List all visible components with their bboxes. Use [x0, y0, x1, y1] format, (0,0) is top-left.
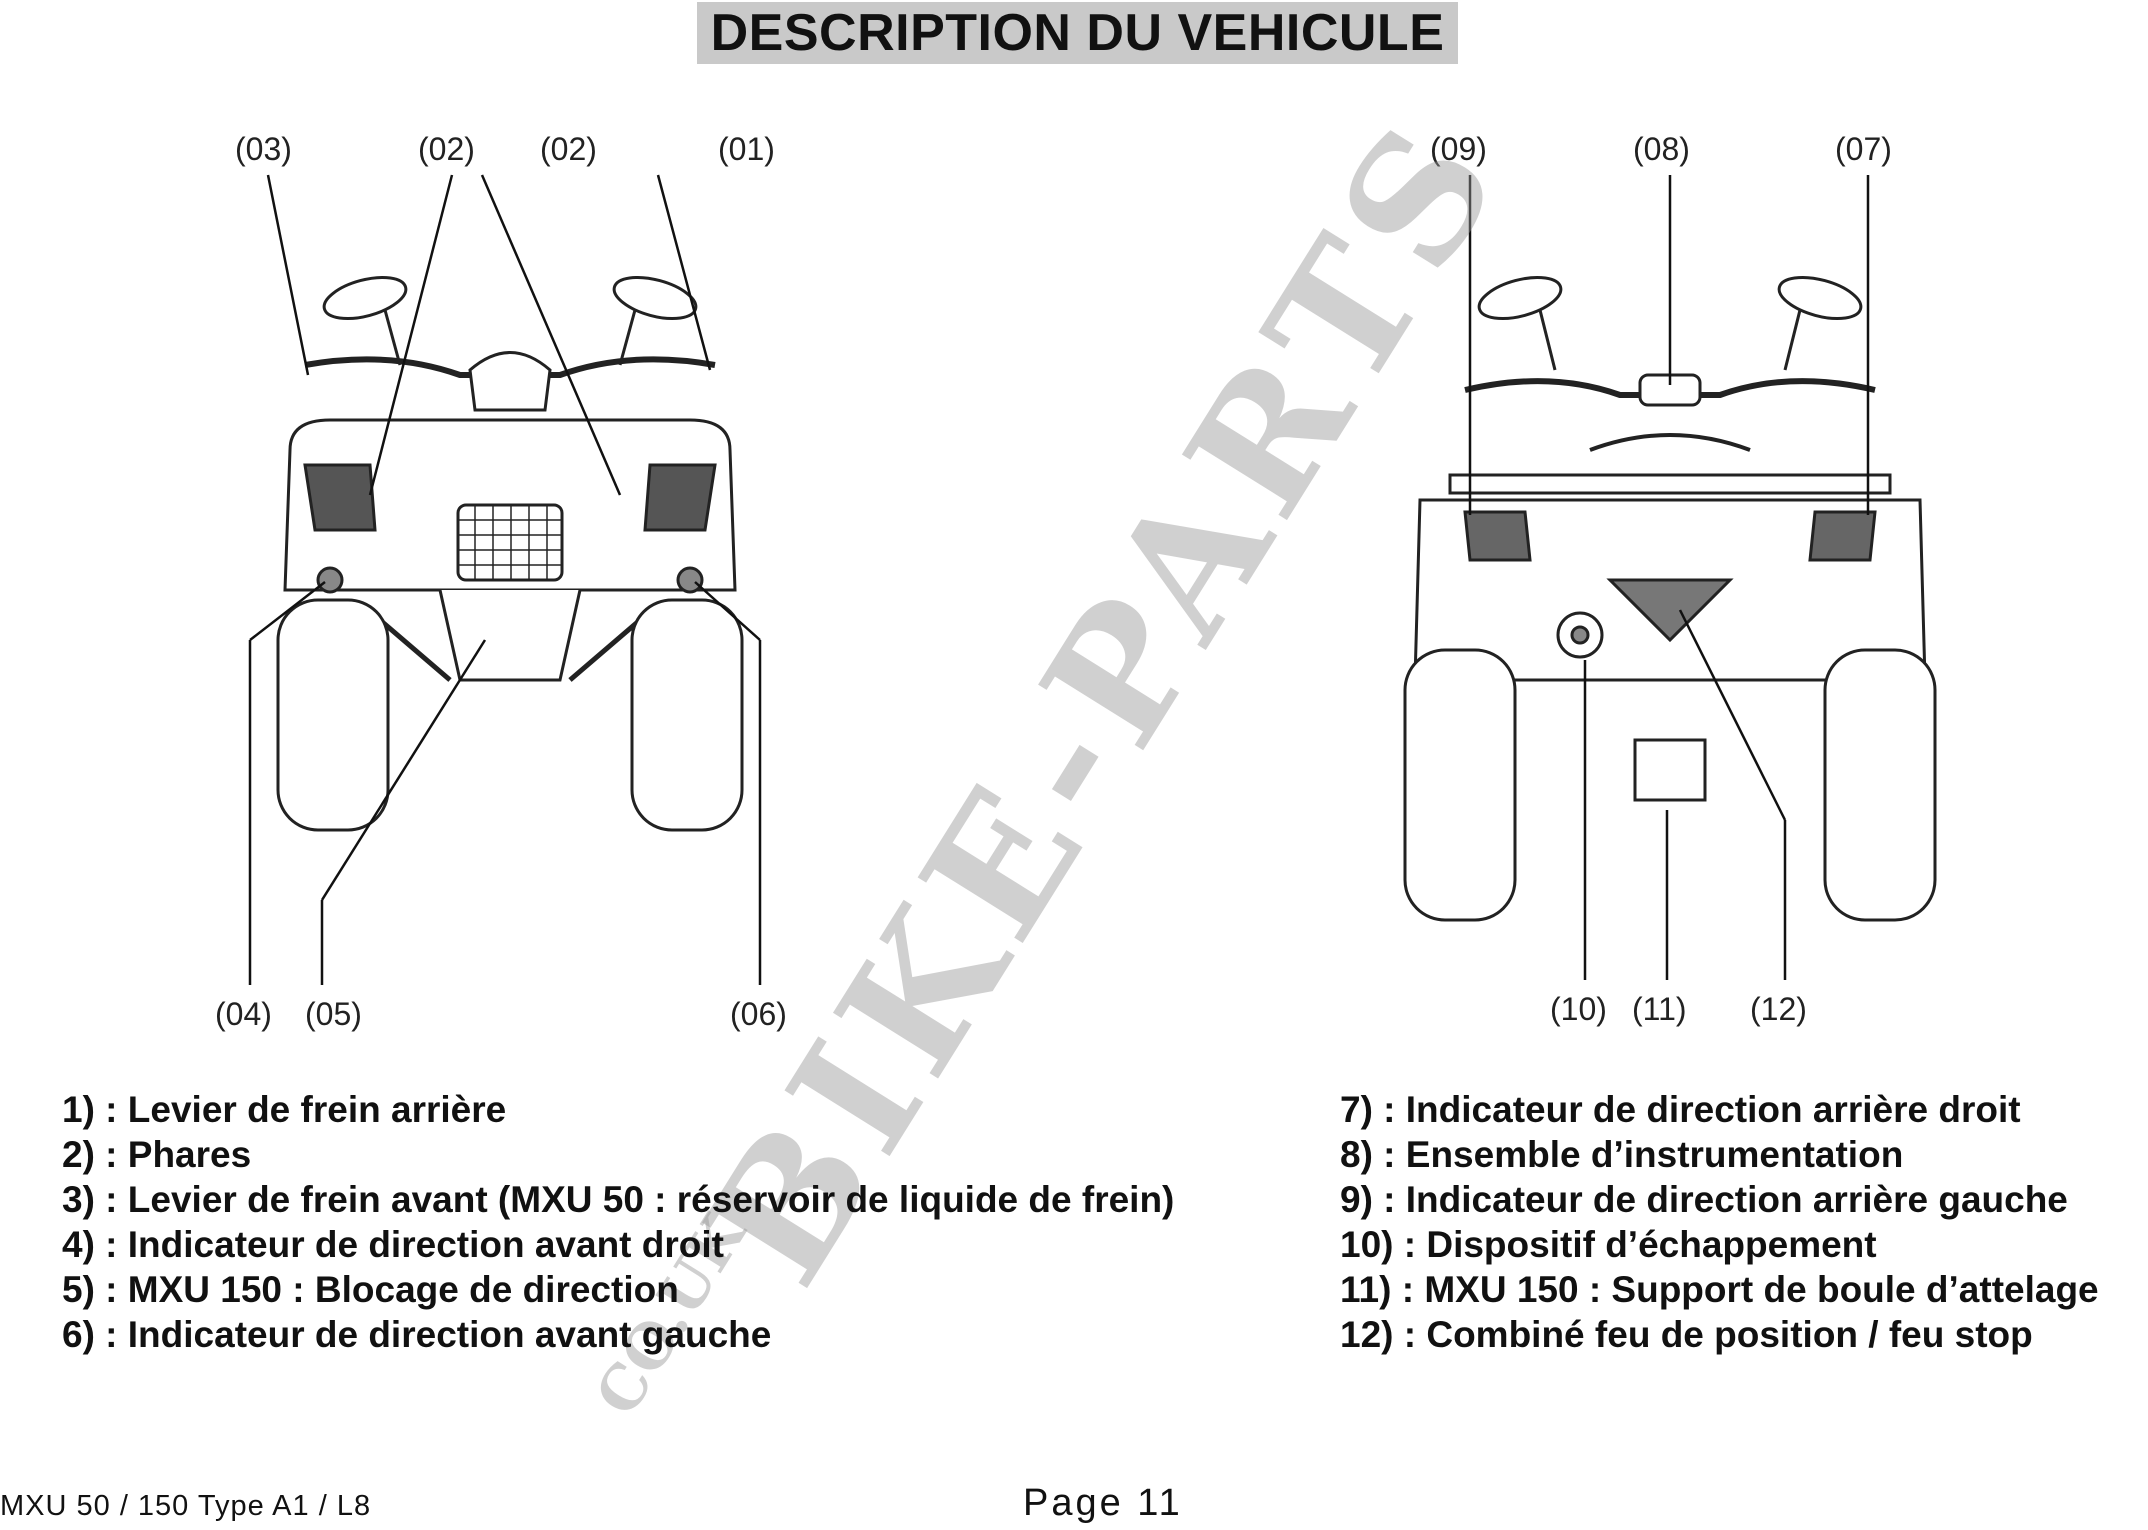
callout-05: (05) [305, 996, 362, 1032]
legend-item-6: 6) : Indicateur de direction avant gauch… [62, 1314, 772, 1355]
callout-11: (11) [1632, 991, 1687, 1027]
callout-08: (08) [1633, 131, 1690, 167]
legend-item-3: 3) : Levier de frein avant (MXU 50 : rés… [62, 1179, 1175, 1220]
front-view-diagram: (03) (02) (02) (01) (04) (05) (06) [190, 120, 840, 1040]
legend-item-9: 9) : Indicateur de direction arrière gau… [1340, 1179, 2068, 1220]
legend-left: 1) : Levier de frein arrière 2) : Phares… [62, 1087, 1174, 1357]
callout-12: (12) [1750, 991, 1807, 1027]
front-atv-drawing: (03) (02) (02) (01) (04) (05) (06) [215, 131, 787, 1032]
legend-item-8: 8) : Ensemble d’instrumentation [1340, 1134, 1904, 1175]
legend-item-12: 12) : Combiné feu de position / feu stop [1340, 1314, 2033, 1355]
callout-04: (04) [215, 996, 272, 1032]
callout-09: (09) [1430, 131, 1487, 167]
page-title: DESCRIPTION DU VEHICULE [697, 2, 1458, 64]
legend-item-11: 11) : MXU 150 : Support de boule d’attel… [1340, 1269, 2099, 1310]
footer-page-number: Page 11 [1023, 1482, 1183, 1524]
callout-07: (07) [1835, 131, 1892, 167]
callout-10: (10) [1550, 991, 1607, 1027]
callout-03: (03) [235, 131, 292, 167]
legend-right: 7) : Indicateur de direction arrière dro… [1340, 1087, 2099, 1357]
callout-02a: (02) [418, 131, 475, 167]
legend-item-4: 4) : Indicateur de direction avant droit [62, 1224, 724, 1265]
legend-item-7: 7) : Indicateur de direction arrière dro… [1340, 1089, 2021, 1130]
legend-item-5: 5) : MXU 150 : Blocage de direction [62, 1269, 679, 1310]
callout-01: (01) [718, 131, 775, 167]
rear-view-diagram: (09) (08) (07) (10) (11) (12) [1390, 120, 1950, 1040]
footer-model: MXU 50 / 150 Type A1 / L8 [0, 1490, 372, 1522]
callout-02b: (02) [540, 131, 597, 167]
callout-06: (06) [730, 996, 787, 1032]
legend-item-1: 1) : Levier de frein arrière [62, 1089, 507, 1130]
rear-atv-drawing: (09) (08) (07) (10) (11) (12) [1403, 131, 1937, 1027]
legend-item-10: 10) : Dispositif d’échappement [1340, 1224, 1877, 1265]
legend-item-2: 2) : Phares [62, 1134, 252, 1175]
